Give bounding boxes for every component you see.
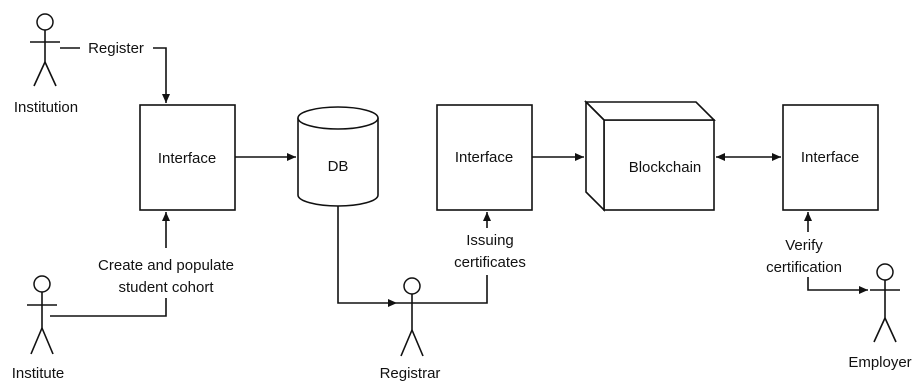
db-to-registrar-arrow [337,206,397,307]
issuing-certificates-arrow [427,212,487,304]
institution-label: Institution [14,99,78,116]
institution-actor [30,13,60,87]
verify-label-2: certification [766,259,842,276]
create-cohort-label-1: Create and populate [98,257,234,274]
interface-box-3 [782,104,879,211]
interface-label-1: Interface [158,150,216,167]
institute-actor [27,275,57,355]
blockchain-cube [584,100,716,212]
interface-box-1 [139,104,236,211]
blockchain-label: Blockchain [629,159,702,176]
employer-label: Employer [848,354,911,371]
db-cylinder [297,106,379,207]
registrar-actor [397,277,427,357]
interface-label-2: Interface [455,149,513,166]
issuing-label-2: certificates [454,254,526,271]
db-label: DB [328,158,349,175]
create-cohort-arrow [50,212,166,317]
verify-certification-arrow [807,277,868,294]
issuing-label-1: Issuing [466,232,514,249]
interface-box-2 [436,104,533,211]
registrar-label: Registrar [380,365,441,382]
create-cohort-label-2: student cohort [118,279,214,296]
verify-label-1: Verify [785,237,823,254]
register-arrow [60,47,166,103]
institute-label: Institute [12,365,65,382]
interface-label-3: Interface [801,149,859,166]
register-label: Register [88,40,144,57]
employer-actor [870,263,900,343]
